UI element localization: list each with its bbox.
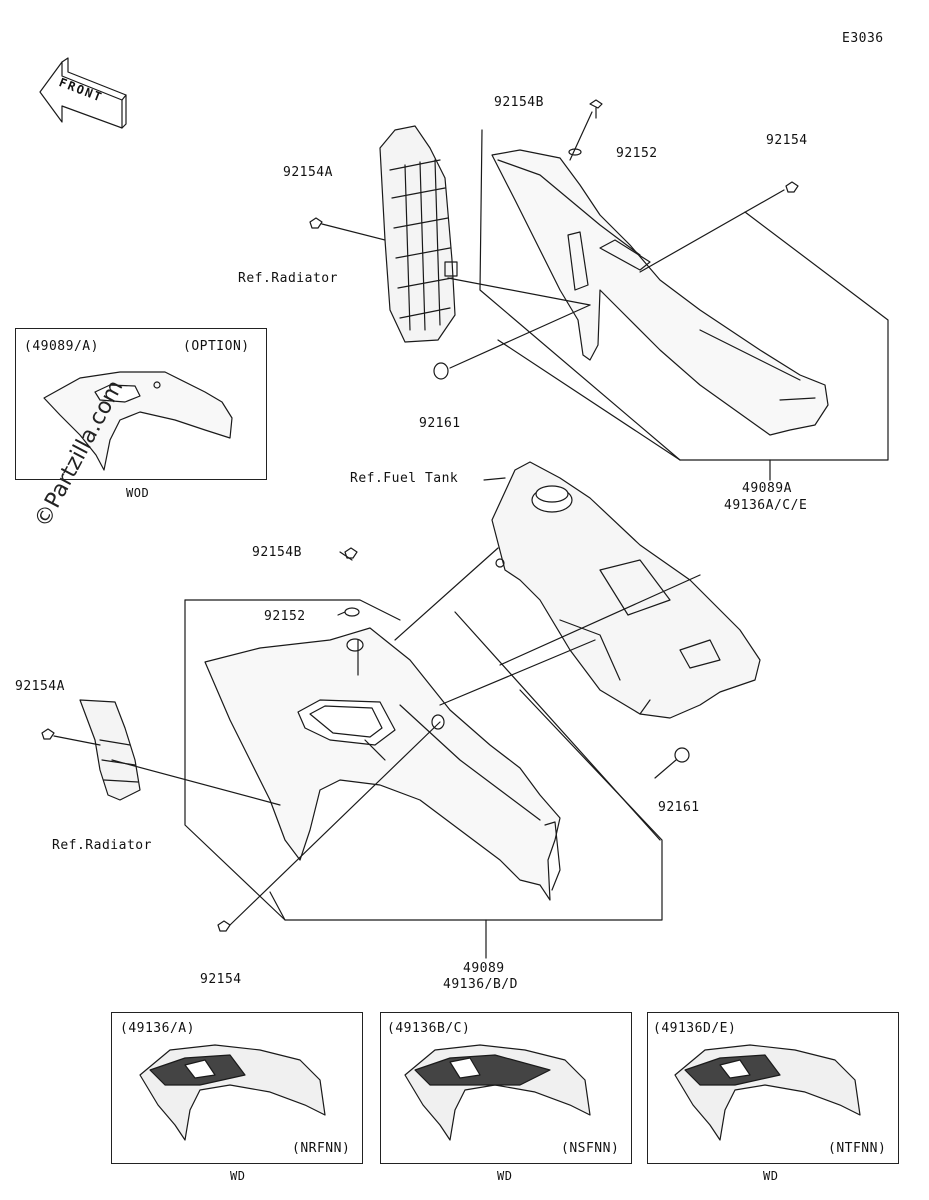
part-92152-mid: 92152 bbox=[264, 609, 306, 624]
variant-box-1-caption: WD bbox=[230, 1169, 246, 1183]
variant-shroud-1 bbox=[139, 1044, 326, 1141]
part-92154A-top: 92154A bbox=[283, 165, 333, 180]
assembly-top-line2: 49136A/C/E bbox=[724, 498, 808, 513]
radiator-side-left bbox=[41, 699, 141, 801]
variant-box-3-code: (NTFNN) bbox=[828, 1141, 887, 1156]
variant-box-2-code: (NSFNN) bbox=[561, 1141, 620, 1156]
variant-box-1-code: (NRFNN) bbox=[292, 1141, 351, 1156]
part-92161-top: 92161 bbox=[419, 416, 461, 431]
variant-box-1 bbox=[111, 1012, 363, 1164]
part-92154A-left: 92154A bbox=[15, 679, 65, 694]
shroud-bottom bbox=[204, 547, 690, 932]
part-92154-bottom: 92154 bbox=[200, 972, 242, 987]
part-92154B-top: 92154B bbox=[494, 95, 544, 110]
assembly-top-line1: 49089A bbox=[742, 481, 792, 496]
variant-box-2 bbox=[380, 1012, 632, 1164]
variant-box-3-part: (49136D/E) bbox=[653, 1021, 737, 1036]
diagram-code: E3036 bbox=[842, 31, 884, 46]
option-box-tag: (OPTION) bbox=[183, 339, 250, 354]
part-92154-top: 92154 bbox=[766, 133, 808, 148]
ref-fuel-tank: Ref.Fuel Tank bbox=[350, 471, 459, 486]
top-assembly-leaders bbox=[321, 111, 889, 481]
variant-shroud-2 bbox=[404, 1044, 591, 1141]
variant-box-3-caption: WD bbox=[763, 1169, 779, 1183]
part-92161-right: 92161 bbox=[658, 800, 700, 815]
variant-box-2-part: (49136B/C) bbox=[387, 1021, 471, 1036]
variant-shroud-3 bbox=[674, 1044, 861, 1141]
option-box bbox=[15, 328, 267, 480]
front-arrow-icon bbox=[39, 57, 127, 129]
ref-radiator-top: Ref.Radiator bbox=[238, 271, 338, 286]
variant-box-1-part: (49136/A) bbox=[120, 1021, 195, 1036]
fuel-tank bbox=[491, 461, 761, 719]
assembly-bottom-line1: 49089 bbox=[463, 961, 505, 976]
part-92154B-mid: 92154B bbox=[252, 545, 302, 560]
radiator-grille-top bbox=[379, 125, 458, 343]
variant-box-3 bbox=[647, 1012, 899, 1164]
option-box-caption: WOD bbox=[126, 486, 150, 500]
ref-radiator-left: Ref.Radiator bbox=[52, 838, 152, 853]
option-shroud bbox=[43, 371, 233, 471]
part-92152-top: 92152 bbox=[616, 146, 658, 161]
variant-box-2-caption: WD bbox=[497, 1169, 513, 1183]
option-box-part: (49089/A) bbox=[24, 339, 99, 354]
assembly-bottom-line2: 49136/B/D bbox=[443, 977, 518, 992]
bottom-assembly-leaders bbox=[53, 477, 701, 959]
